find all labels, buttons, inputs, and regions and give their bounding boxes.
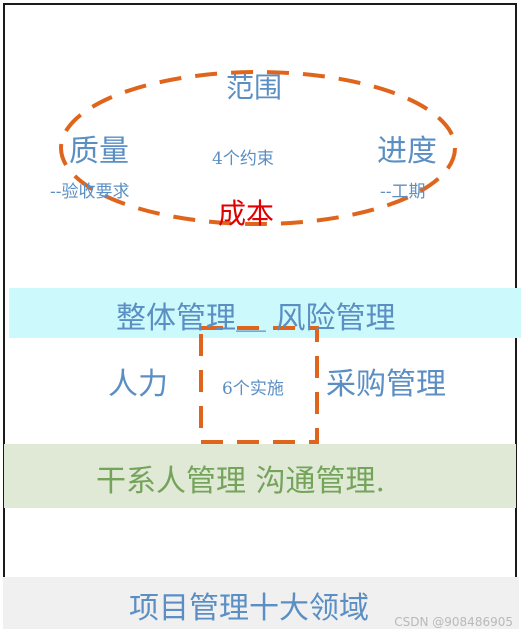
procurement-label: 采购管理 <box>326 367 446 402</box>
schedule-note: --工期 <box>380 182 426 202</box>
footer-title: 项目管理十大领域 <box>129 591 369 626</box>
hr-label: 人力 <box>108 367 168 402</box>
implementation-dashed-box <box>199 326 319 444</box>
integration-risk-label: 整体管理＿ 风险管理 <box>116 301 396 336</box>
quality-label: 质量 <box>69 134 129 169</box>
cost-label: 成本 <box>218 197 275 230</box>
stakeholder-comm-band <box>4 444 516 508</box>
schedule-label: 进度 <box>377 134 437 169</box>
constraints-center-label: 4个约束 <box>212 149 274 169</box>
stakeholder-comm-label: 干系人管理 沟通管理. <box>96 464 386 499</box>
quality-note: --验收要求 <box>50 182 130 202</box>
csdn-watermark: CSDN @908486905 <box>394 615 513 629</box>
scope-label: 范围 <box>226 71 283 104</box>
constraints-ellipse <box>59 70 457 226</box>
integration-risk-band <box>9 288 521 338</box>
implementation-label: 6个实施 <box>222 379 284 399</box>
